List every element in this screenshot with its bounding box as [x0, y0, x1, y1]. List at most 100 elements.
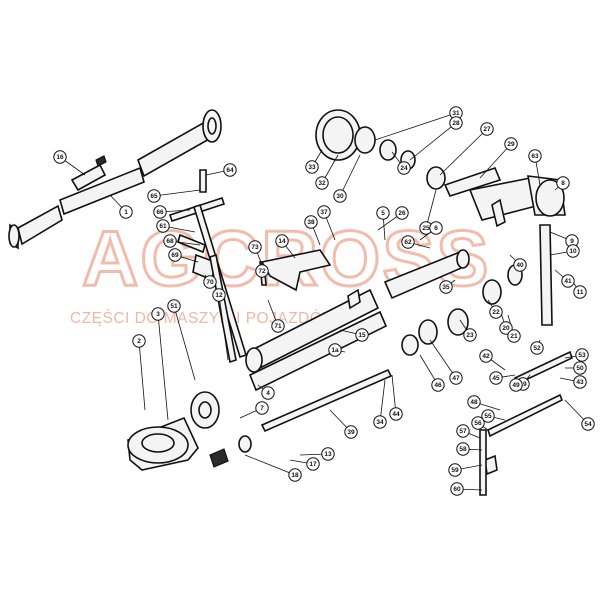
callout-circle [275, 234, 289, 248]
callout-43: 43 [573, 375, 587, 389]
callout-number: 22 [492, 309, 500, 316]
leader-line [429, 339, 457, 379]
callout-number: 71 [274, 323, 282, 330]
callout-circle [304, 215, 318, 229]
callout-24: 24 [397, 161, 411, 175]
callout-17: 17 [306, 457, 320, 471]
callout-circle [509, 378, 523, 392]
callout-circle [132, 334, 146, 348]
callout-circle [168, 248, 182, 262]
callout-number: 23 [466, 332, 474, 339]
cover-plate [260, 249, 332, 292]
callout-number: 58 [459, 446, 467, 453]
callout-33: 33 [305, 160, 319, 174]
callout-number: 17 [309, 461, 317, 468]
callout-circle [471, 416, 485, 430]
callout-number: 39 [347, 429, 355, 436]
callout-number: 1 [124, 209, 128, 216]
callout-58: 58 [456, 442, 470, 456]
callout-number: 25 [422, 225, 430, 232]
callout-number: 38 [307, 219, 315, 226]
callout-53: 53 [575, 348, 589, 362]
callout-circle [530, 341, 544, 355]
callout-29: 29 [504, 137, 518, 151]
callout-number: 69 [171, 252, 179, 259]
callout-number: 41 [564, 278, 572, 285]
callout-number: 15 [358, 332, 366, 339]
callout-number: 63 [531, 153, 539, 160]
callout-73: 73 [248, 240, 262, 254]
callout-circle [255, 401, 269, 415]
callout-circle [449, 116, 463, 130]
leader-line [173, 305, 196, 381]
callout-54: 54 [581, 417, 595, 431]
callout-circle [429, 221, 443, 235]
callout-number: 68 [166, 238, 174, 245]
callout-7: 7 [255, 401, 269, 415]
callout-circle [373, 415, 387, 429]
callout-50: 50 [573, 361, 587, 375]
callout-circle [513, 258, 527, 272]
callout-number: 55 [484, 413, 492, 420]
callout-22: 22 [489, 305, 503, 319]
callout-40: 40 [513, 258, 527, 272]
callout-1: 1 [119, 205, 133, 219]
callout-63: 63 [528, 149, 542, 163]
callout-number: 16 [56, 154, 64, 161]
callout-circle [467, 395, 481, 409]
callout-circle [556, 176, 570, 190]
callout-number: 54 [584, 421, 592, 428]
callout-number: 62 [404, 239, 412, 246]
callout-circle [397, 161, 411, 175]
callout-13: 13 [321, 447, 335, 461]
watermark-tagline: CZĘŚCI DO MASZYN I POJAZDÓW [70, 309, 338, 327]
callout-circle [271, 319, 285, 333]
callout-circle [489, 305, 503, 319]
callout-number: 59 [451, 467, 459, 474]
callout-26: 26 [395, 206, 409, 220]
callout-11: 11 [573, 285, 587, 299]
callout-number: 5 [381, 210, 385, 217]
callout-number: 60 [453, 486, 461, 493]
leader-line [479, 143, 512, 179]
callout-52: 52 [530, 341, 544, 355]
callout-number: 6 [434, 225, 438, 232]
callout-number: 50 [576, 365, 584, 372]
callout-38: 38 [304, 215, 318, 229]
callout-51: 51 [167, 299, 181, 313]
callout-number: 8 [561, 180, 565, 187]
callout-circle [449, 371, 463, 385]
callout-number: 32 [318, 180, 326, 187]
callout-25: 25 [419, 221, 433, 235]
callout-circle [450, 482, 464, 496]
callout-circle [463, 328, 477, 342]
callout-59: 59 [448, 463, 462, 477]
callout-15: 15 [355, 328, 369, 342]
callout-number: 1a [331, 347, 339, 354]
callout-27: 27 [480, 122, 494, 136]
callout-number: 43 [576, 379, 584, 386]
callout-10: 10 [566, 244, 580, 258]
callout-circle [448, 463, 462, 477]
callout-16: 16 [53, 150, 67, 164]
callout-number: 28 [452, 120, 460, 127]
callout-number: 37 [320, 209, 328, 216]
callout-circle [223, 163, 237, 177]
callout-circle [305, 160, 319, 174]
callout-3: 3 [151, 307, 165, 321]
callout-69: 69 [168, 248, 182, 262]
callout-number: 45 [492, 375, 500, 382]
callout-number: 66 [156, 209, 164, 216]
callout-number: 40 [516, 262, 524, 269]
callout-68: 68 [163, 234, 177, 248]
leader-line [244, 454, 296, 476]
callout-12: 12 [212, 288, 226, 302]
callout-circle [456, 424, 470, 438]
callout-8: 8 [556, 176, 570, 190]
callout-circle [528, 149, 542, 163]
callout-number: 46 [434, 382, 442, 389]
callout-42: 42 [479, 349, 493, 363]
leader-line [439, 128, 488, 176]
